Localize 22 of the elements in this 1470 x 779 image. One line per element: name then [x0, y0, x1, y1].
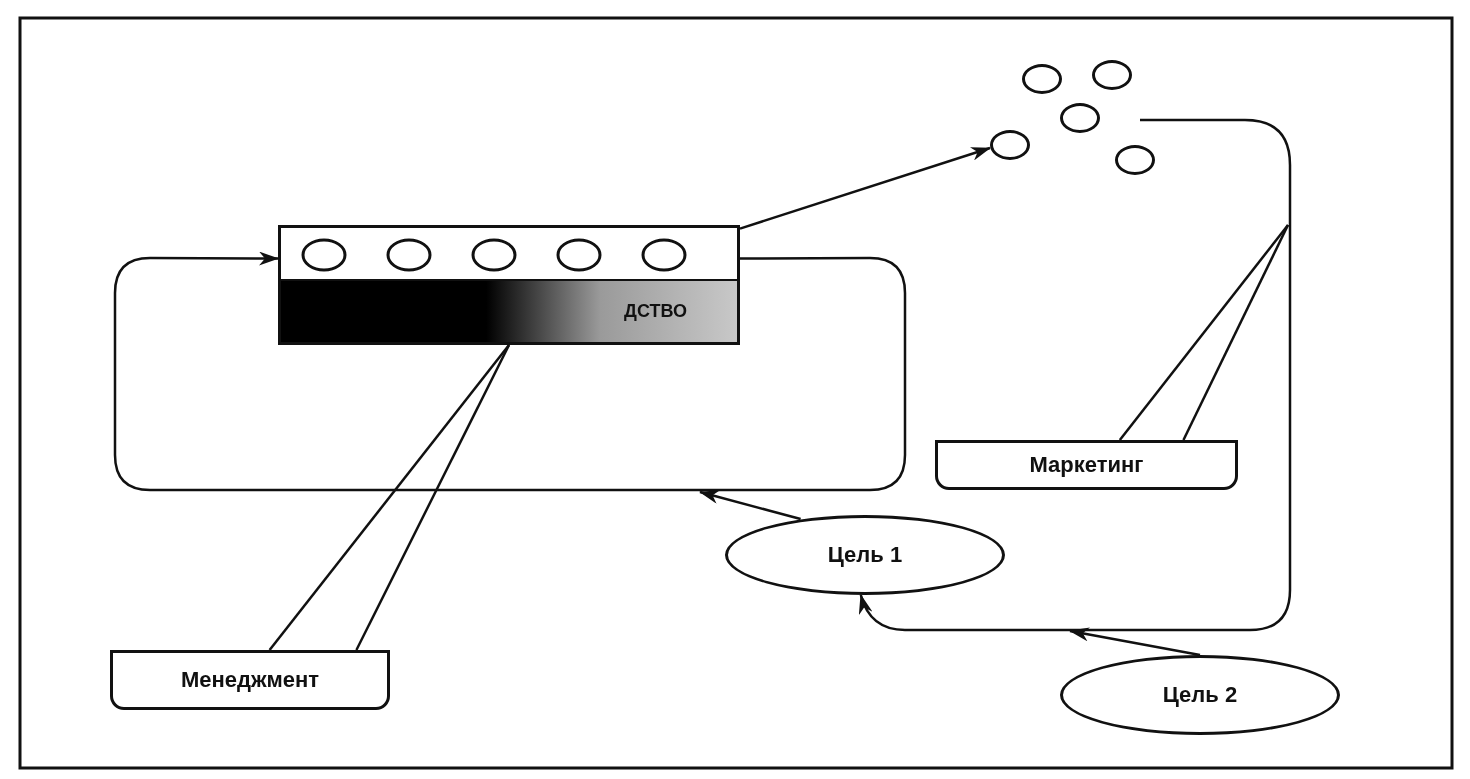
callout-label: Менеджмент: [180, 667, 320, 693]
circle-node: [990, 130, 1030, 160]
goal-label: Цель 2: [1162, 682, 1238, 708]
arrow: [859, 118, 1292, 632]
arrow: [739, 146, 991, 230]
box-label: ДСТВО: [624, 301, 687, 322]
arrow: [1069, 627, 1201, 657]
callout-box: [110, 650, 390, 710]
leader-line: [1182, 224, 1290, 441]
circle-node: [1060, 103, 1100, 133]
leader-line: [1118, 224, 1289, 441]
circle-node: [1115, 145, 1155, 175]
callout-box: [935, 440, 1238, 490]
loop-arrow: [113, 251, 907, 492]
goal-label: Цель 1: [827, 542, 903, 568]
leader-line: [268, 344, 510, 651]
arrow: [699, 490, 801, 521]
circle-node: [1092, 60, 1132, 90]
circle-node: [1022, 64, 1062, 94]
leader-line: [355, 344, 511, 651]
production-box: [278, 225, 740, 345]
callout-label: Маркетинг: [1029, 452, 1144, 478]
